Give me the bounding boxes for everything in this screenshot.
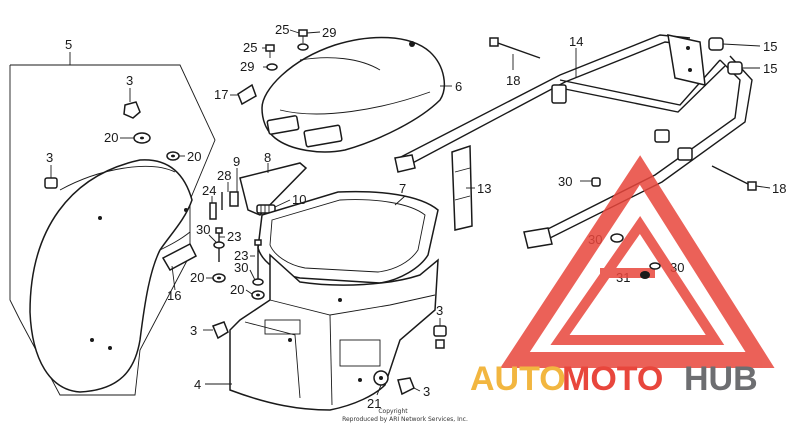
callout-15: 15	[763, 61, 777, 76]
part-3-clip-a	[44, 177, 58, 189]
watermark-text-auto: AUTO	[470, 360, 566, 398]
part-4-rear-fender	[229, 253, 439, 411]
watermark-text-moto: MOTO	[562, 360, 663, 398]
part-30-nut-e	[649, 262, 661, 270]
callout-13: 13	[477, 181, 491, 196]
part-24-screw	[209, 202, 217, 220]
part-3-clip-b	[212, 321, 229, 340]
callout-21: 21	[367, 396, 381, 411]
part-23-bolt-b	[254, 239, 262, 280]
callout-20: 20	[190, 270, 204, 285]
callout-20: 20	[187, 149, 201, 164]
part-18-bolt-a	[489, 37, 541, 59]
callout-25: 25	[243, 40, 257, 55]
part-6-seat-cowl	[261, 36, 446, 153]
callout-23: 23	[234, 248, 248, 263]
callout-8: 8	[264, 150, 271, 165]
callout-3: 3	[126, 73, 133, 88]
part-25-screw-b	[265, 44, 275, 58]
part-15-nut-a	[708, 37, 724, 51]
callout-30: 30	[196, 222, 210, 237]
callout-14: 14	[569, 34, 583, 49]
part-20-washer-a	[133, 132, 151, 144]
part-29-grommet-a	[297, 43, 309, 51]
part-10-spring	[256, 204, 276, 214]
part-9-bracket	[229, 191, 239, 207]
copyright-line-1: Copyright	[378, 408, 408, 415]
part-20-washer-d	[251, 290, 265, 300]
callout-15: 15	[763, 39, 777, 54]
callout-18: 18	[506, 73, 520, 88]
part-18-bolt-b	[711, 165, 757, 191]
part-14-carrier-frame	[394, 34, 753, 249]
part-20-washer-b	[166, 151, 180, 161]
watermark-wordmark: AUTO MOTO HUB	[470, 360, 758, 398]
callout-3: 3	[423, 384, 430, 399]
callout-18: 18	[772, 181, 786, 196]
callout-3: 3	[436, 303, 443, 318]
watermark-logo	[500, 155, 775, 368]
part-17-label	[237, 83, 257, 106]
callout-24: 24	[202, 183, 216, 198]
callout-23: 23	[227, 229, 241, 244]
watermark-triangle-inner	[550, 216, 725, 345]
callout-25: 25	[275, 22, 289, 37]
callout-29: 29	[322, 25, 336, 40]
copyright-notice: Copyright Reproduced by ARI Network Serv…	[342, 408, 468, 423]
callout-30: 30	[558, 174, 572, 189]
callout-3: 3	[190, 323, 197, 338]
part-16-pad	[161, 242, 197, 272]
part-21-grommet	[373, 370, 389, 386]
part-5-fender	[29, 159, 193, 393]
callout-30: 30	[234, 260, 248, 275]
part-29-grommet-b	[266, 63, 278, 71]
part-5-fender-outline	[9, 64, 216, 396]
callout-17: 17	[214, 87, 228, 102]
part-8-plate	[239, 162, 308, 216]
callout-29: 29	[240, 59, 254, 74]
callout-7: 7	[399, 181, 406, 196]
callout-9: 9	[233, 154, 240, 169]
callout-4: 4	[194, 377, 201, 392]
callout-20: 20	[104, 130, 118, 145]
part-30-nut-b	[252, 278, 264, 286]
callout-6: 6	[455, 79, 462, 94]
callout-16: 16	[167, 288, 181, 303]
callout-10: 10	[292, 192, 306, 207]
callout-20: 20	[230, 282, 244, 297]
part-30-nut-c	[591, 177, 601, 187]
watermark-triangle-outer	[500, 155, 775, 368]
part-3-nut-top	[123, 101, 141, 119]
callout-28: 28	[217, 168, 231, 183]
part-15-nut-b	[727, 61, 743, 75]
part-20-washer-c	[212, 273, 226, 283]
watermark-center-bar	[600, 268, 655, 278]
part-30-nut-a	[213, 241, 225, 249]
part-25-screw-a	[298, 29, 308, 43]
part-31-nut	[640, 271, 650, 279]
leader-lines	[50, 29, 771, 396]
part-30-nut-d	[610, 233, 624, 243]
watermark-text-hub: HUB	[684, 360, 758, 398]
copyright-line-2: Reproduced by ARI Network Services, Inc.	[342, 416, 468, 423]
callout-3: 3	[46, 150, 53, 165]
callout-5: 5	[65, 37, 72, 52]
part-3-clip-c	[433, 325, 447, 349]
part-3-clip-d	[397, 377, 415, 396]
part-13-strap	[451, 144, 473, 231]
